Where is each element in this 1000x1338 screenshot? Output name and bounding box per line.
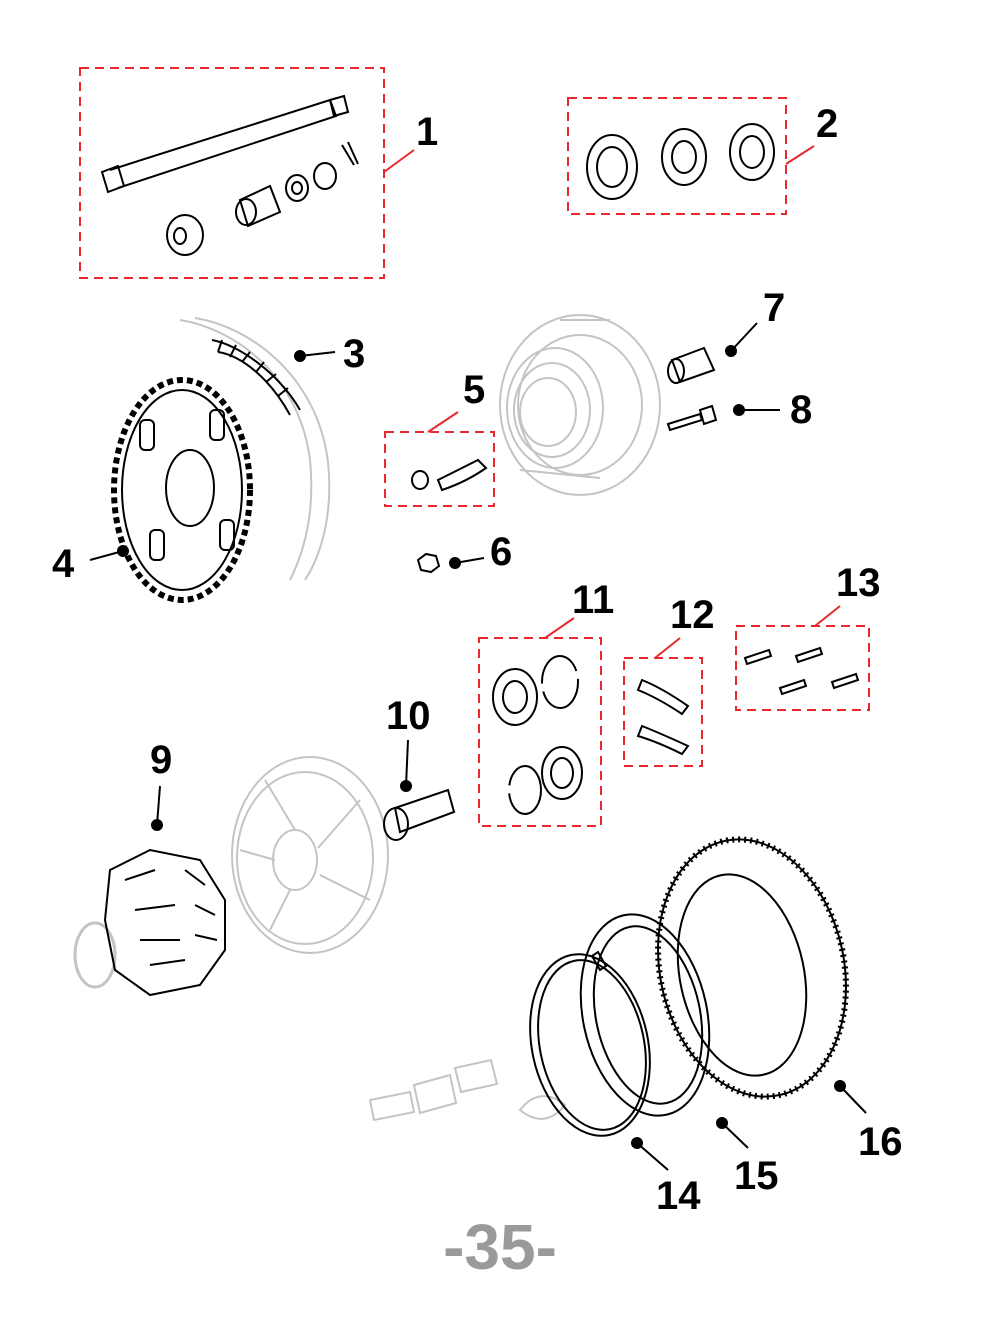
group-box-5 xyxy=(384,431,495,507)
part-seals-drawing xyxy=(492,655,583,815)
part-bolts-drawing xyxy=(743,646,860,696)
callout-7: 7 xyxy=(763,286,786,330)
ghost-chain-outline xyxy=(179,317,331,581)
callout-10: 10 xyxy=(386,694,431,738)
callout-leaders xyxy=(89,322,867,1171)
part-sprocket-drawing xyxy=(111,377,253,603)
ghost-wheel-rim xyxy=(231,756,389,954)
group-box-13 xyxy=(735,625,870,711)
part-tube-drawing xyxy=(579,913,711,1117)
part-chain-drawing xyxy=(211,339,301,416)
callout-13: 13 xyxy=(836,561,881,605)
part-spacer-drawing xyxy=(383,788,456,841)
part-nut-drawing xyxy=(416,552,441,574)
part-lock-plates-drawing xyxy=(636,678,690,756)
group-box-leaders xyxy=(383,145,841,659)
callout-8: 8 xyxy=(790,388,813,432)
callout-11: 11 xyxy=(572,578,615,622)
callout-15: 15 xyxy=(734,1154,779,1198)
group-boxes xyxy=(79,67,870,827)
part-axle-kit-drawing xyxy=(100,94,359,256)
part-tyre-drawing xyxy=(655,836,849,1100)
group-box-12 xyxy=(623,657,703,767)
ghost-o-ring xyxy=(73,921,117,989)
page-number: -35- xyxy=(443,1211,557,1283)
callout-14: 14 xyxy=(656,1174,701,1218)
callout-4: 4 xyxy=(52,542,75,586)
part-stud-drawing xyxy=(666,404,718,432)
callout-16: 16 xyxy=(858,1120,903,1164)
callout-3: 3 xyxy=(343,332,366,376)
callout-1: 1 xyxy=(416,110,439,154)
part-lock-tab-drawing xyxy=(411,458,488,492)
ghost-brake-drum xyxy=(499,314,661,496)
callout-9: 9 xyxy=(150,738,173,782)
ghost-brake-pads xyxy=(368,1058,567,1122)
callout-2: 2 xyxy=(816,102,839,146)
callout-5: 5 xyxy=(463,368,486,412)
part-cush-drive-drawing xyxy=(103,848,226,997)
part-bearings-drawing xyxy=(586,123,775,200)
callout-6: 6 xyxy=(490,530,513,574)
group-box-11 xyxy=(478,637,602,827)
group-box-2 xyxy=(567,97,787,215)
group-box-1 xyxy=(79,67,385,279)
callout-12: 12 xyxy=(670,593,715,637)
part-rim-tape-drawing xyxy=(529,953,651,1137)
part-bushing-drawing xyxy=(667,346,716,384)
